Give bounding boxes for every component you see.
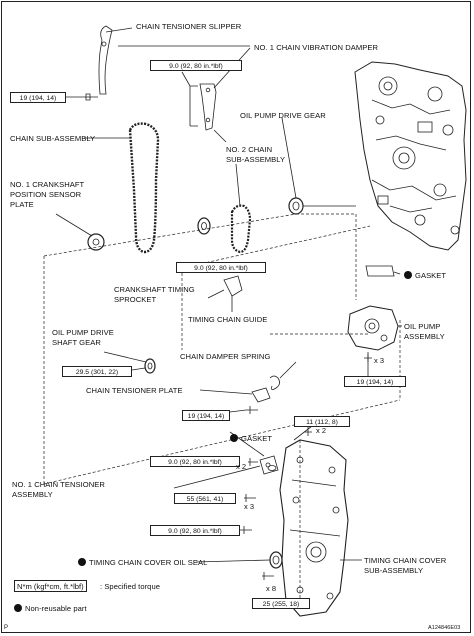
chain-tensioner-slipper	[98, 25, 113, 95]
label-chain-tensioner-plate: CHAIN TENSIONER PLATE	[86, 386, 183, 395]
label-no1-tensioner-line2: ASSEMBLY	[12, 490, 53, 499]
label-oil-pump-line1: OIL PUMP	[404, 322, 441, 331]
engine-block-detail	[371, 76, 460, 235]
torque-box: 19 (194, 14)	[10, 92, 66, 103]
torque-box: 55 (561, 41)	[174, 493, 236, 504]
torque-box: 19 (194, 14)	[182, 410, 230, 421]
oil-pump-assembly	[347, 305, 399, 351]
oil-pump-drive-gear	[288, 197, 304, 215]
chain-vibration-damper	[199, 83, 217, 131]
label-oil-pump-drive-shaft-line1: OIL PUMP DRIVE	[52, 328, 114, 337]
chain-sub-assembly	[128, 122, 160, 254]
no2-chain-sub-assembly	[230, 204, 252, 254]
gasket-mid-text: GASKET	[241, 434, 273, 443]
label-oil-pump-drive-shaft-line2: SHAFT GEAR	[52, 338, 101, 347]
gasket-top-text: GASKET	[415, 271, 447, 280]
torque-box: 19 (194, 14)	[344, 376, 406, 387]
timing-chain-cover	[279, 439, 349, 617]
quantity-label: x 3	[374, 356, 385, 365]
chain-damper-spring	[269, 375, 280, 390]
label-gasket-top: GASKET	[404, 271, 446, 280]
label-no2-chain-line1: NO. 2 CHAIN	[226, 145, 273, 154]
torque-box: 9.0 (92, 80 in.*lbf)	[150, 60, 242, 71]
legend-torque-box: N*m (kgf*cm, ft.*lbf)	[14, 580, 87, 592]
gasket-top	[365, 265, 395, 277]
crank-position-sensor-plate	[87, 233, 105, 251]
label-cover-oil-seal: TIMING CHAIN COVER OIL SEAL	[78, 558, 207, 567]
label-oil-pump-line2: ASSEMBLY	[404, 332, 445, 341]
legend-torque-desc: : Specified torque	[100, 582, 160, 591]
figure-code: A124846E03	[428, 625, 461, 631]
label-timing-chain-guide: TIMING CHAIN GUIDE	[188, 315, 268, 324]
label-crank-sprocket-line1: CRANKSHAFT TIMING	[114, 285, 195, 294]
cover-oil-seal-text: TIMING CHAIN COVER OIL SEAL	[89, 558, 208, 567]
non-reusable-dot-icon	[14, 604, 22, 612]
torque-box: 9.0 (92, 80 in.*lbf)	[150, 456, 240, 467]
label-no1-tensioner-line1: NO. 1 CHAIN TENSIONER	[12, 480, 105, 489]
chain-tensioner-plate	[251, 387, 271, 403]
torque-box: 9.0 (92, 80 in.*lbf)	[150, 525, 240, 536]
no1-chain-tensioner	[259, 455, 279, 475]
non-reusable-dot-icon	[78, 558, 86, 566]
label-no1-chain-vibration-damper: NO. 1 CHAIN VIBRATION DAMPER	[254, 43, 379, 52]
oil-pump-drive-shaft-gear	[144, 358, 156, 374]
label-crank-sensor-plate-line2: POSITION SENSOR	[10, 190, 82, 199]
label-no2-chain-line2: SUB-ASSEMBLY	[226, 155, 286, 164]
label-crank-sprocket-line2: SPROCKET	[114, 295, 157, 304]
torque-box: 11 (112, 8)	[294, 416, 350, 427]
gasket-mid	[267, 465, 277, 471]
label-cover-sub-line2: SUB-ASSEMBLY	[364, 566, 424, 575]
label-chain-tensioner-slipper: CHAIN TENSIONER SLIPPER	[136, 22, 242, 31]
bolt-19-a	[85, 93, 98, 101]
label-chain-damper-spring: CHAIN DAMPER SPRING	[180, 352, 271, 361]
timing-chain-guide	[223, 275, 243, 297]
label-crank-sensor-plate-line1: NO. 1 CRANKSHAFT	[10, 180, 85, 189]
non-reusable-dot-icon	[230, 434, 238, 442]
torque-box: 9.0 (92, 80 in.*lbf)	[176, 262, 266, 273]
page-marker: P	[4, 625, 9, 631]
label-chain-sub-assembly: CHAIN SUB-ASSEMBLY	[10, 134, 96, 143]
torque-box: 25 (255, 18)	[252, 598, 310, 609]
label-oil-pump-drive-gear: OIL PUMP DRIVE GEAR	[240, 111, 326, 120]
quantity-label: x 3	[244, 502, 255, 511]
quantity-label: x 2	[236, 462, 247, 471]
torque-box: 29.5 (301, 22)	[62, 366, 132, 377]
legend-non-reusable: Non-reusable part	[14, 604, 87, 613]
quantity-label: x 8	[266, 584, 277, 593]
legend-non-reusable-text: Non-reusable part	[25, 604, 87, 613]
quantity-label: x 2	[316, 426, 327, 435]
timing-chain-cover-detail	[289, 456, 341, 600]
label-cover-sub-line1: TIMING CHAIN COVER	[364, 556, 447, 565]
crankshaft-timing-sprocket	[197, 217, 211, 235]
engine-block	[354, 61, 467, 251]
timing-chain-cover-oil-seal	[269, 551, 283, 569]
label-gasket-mid: GASKET	[230, 434, 272, 443]
label-crank-sensor-plate-line3: PLATE	[10, 200, 34, 209]
non-reusable-dot-icon	[404, 271, 412, 279]
